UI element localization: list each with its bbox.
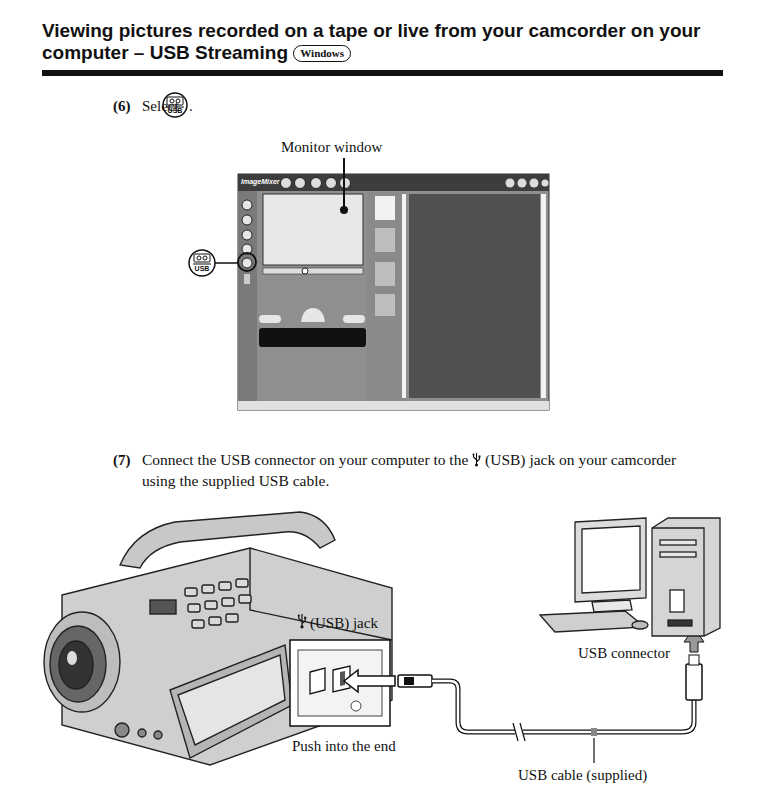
callout-label: Monitor window bbox=[281, 138, 382, 156]
icon-label: USB bbox=[163, 107, 187, 115]
part-label: USB cable (supplied) bbox=[518, 766, 647, 784]
page-heading: Viewing pictures recorded on a tape or l… bbox=[42, 20, 722, 64]
heading-text: Viewing pictures recorded on a tape or l… bbox=[42, 20, 701, 63]
step-number: (7) bbox=[113, 451, 131, 469]
part-label: USB connector bbox=[578, 644, 670, 662]
icon-label: USB bbox=[190, 265, 214, 273]
software-screenshot bbox=[238, 174, 549, 410]
step-text: . bbox=[189, 97, 193, 115]
step-text: Connect the USB connector on your comput… bbox=[142, 451, 468, 468]
computer-drawing bbox=[540, 518, 720, 636]
part-label: Push into the end bbox=[292, 737, 396, 755]
software-logo: ImageMixer bbox=[241, 178, 280, 185]
os-badge: Windows bbox=[293, 45, 351, 62]
usb-symbol bbox=[297, 613, 307, 629]
step-paragraph: Connect the USB connector on your comput… bbox=[142, 449, 702, 491]
camcorder-drawing bbox=[44, 512, 392, 765]
step-number: (6) bbox=[113, 97, 131, 115]
usb-symbol bbox=[472, 452, 481, 467]
part-label: (USB) jack bbox=[310, 614, 378, 632]
